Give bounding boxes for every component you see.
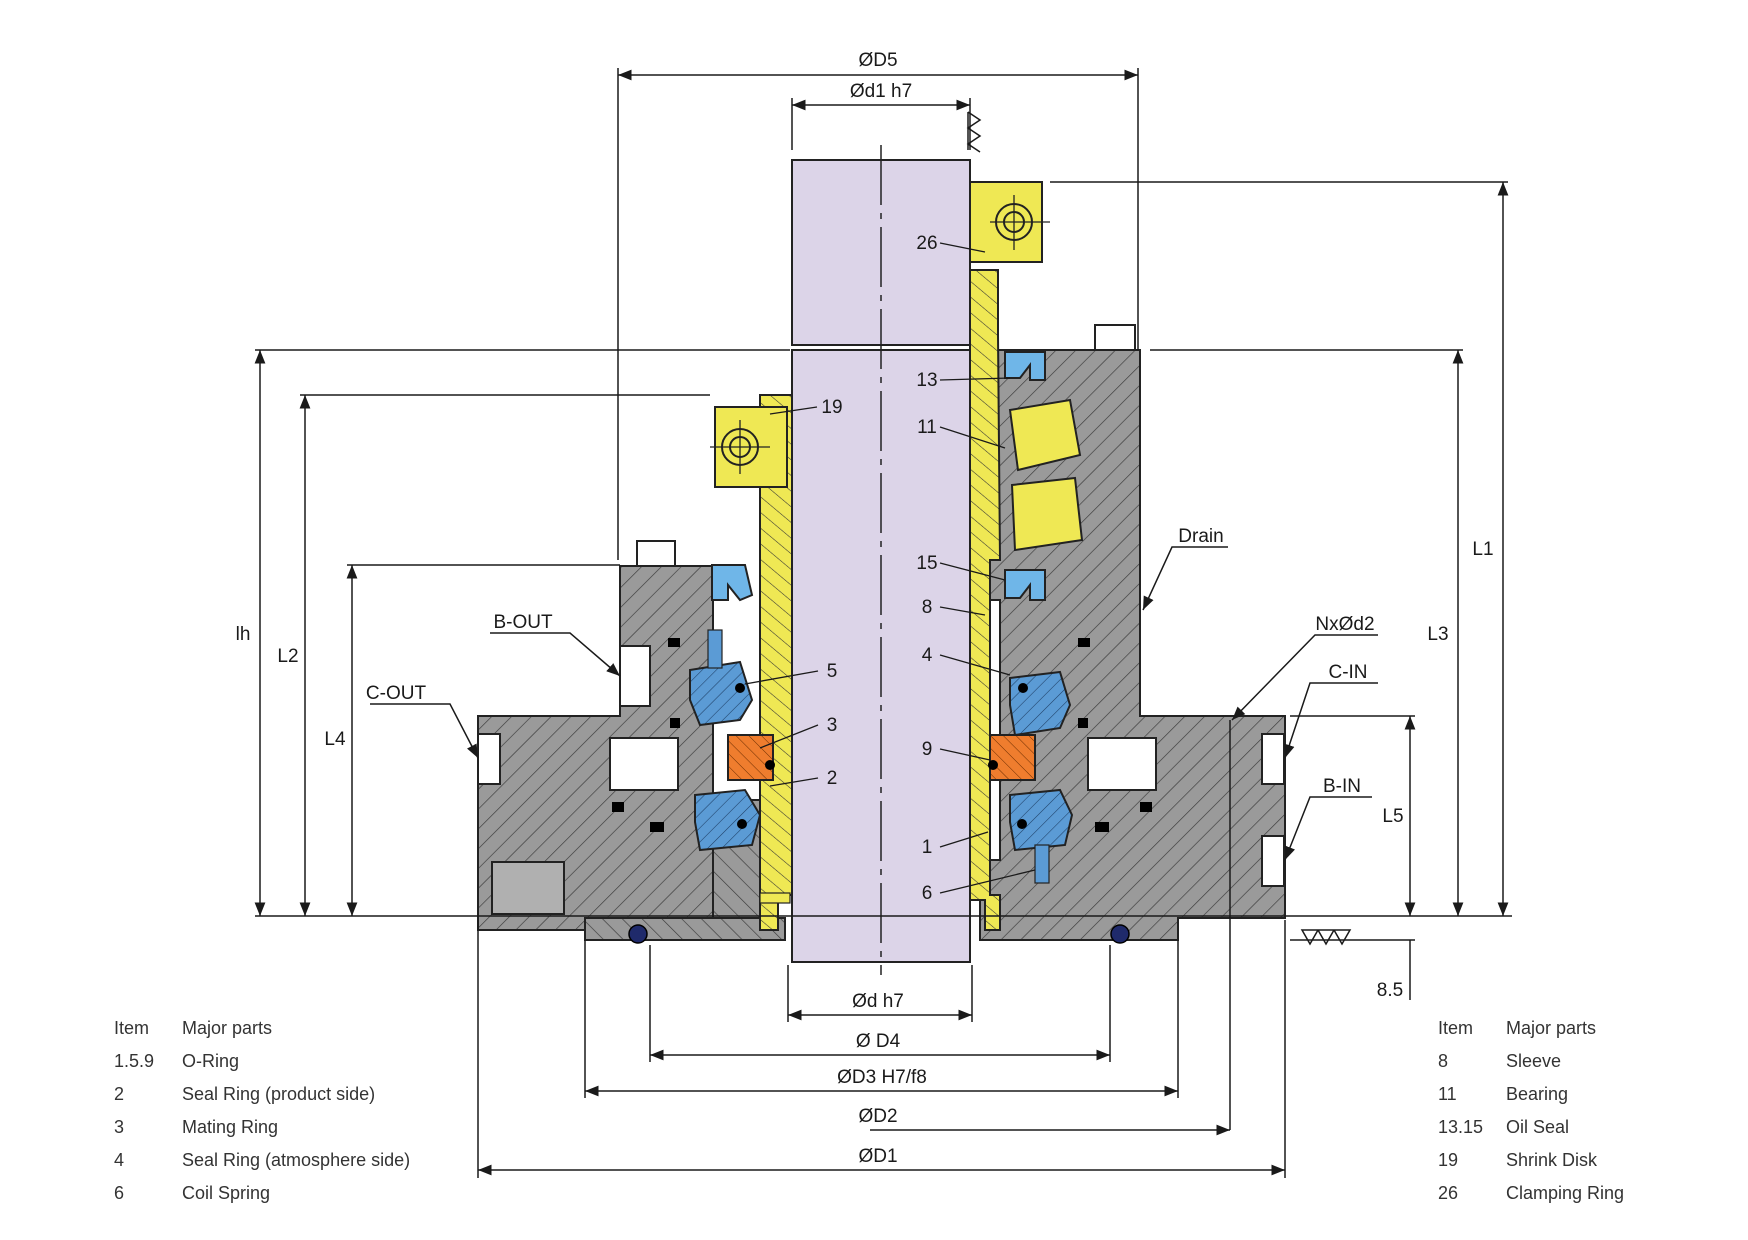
callout-leaders [744,242,1036,894]
sleeve [710,181,1084,931]
item-number: 6 [114,1183,125,1203]
seal-rings [689,629,1074,884]
callout-19: 19 [821,397,842,418]
callout-9: 9 [922,739,933,760]
part-name: Shrink Disk [1506,1150,1598,1170]
parts-row: 8 Sleeve [1438,1051,1624,1084]
port-b-out-label: B-OUT [493,612,553,633]
callout-6: 6 [922,883,933,904]
item-number: 26 [1438,1183,1459,1203]
part-name: Sleeve [1506,1051,1562,1071]
part-name: Seal Ring (product side) [182,1084,376,1104]
dim-D2-label: ØD2 [858,1106,897,1127]
part-name: Coil Spring [182,1183,271,1203]
parts-row: 3 Mating Ring [114,1117,410,1150]
oil-seals [711,351,1046,602]
item-number: 8 [1438,1051,1449,1071]
parts-row: 19 Shrink Disk [1438,1150,1624,1183]
callout-26: 26 [916,233,937,254]
port-drain-label: Drain [1178,526,1223,547]
port-leaders [370,546,1378,861]
item-number: 4 [114,1150,125,1170]
callout-3: 3 [827,715,838,736]
dim-L2-label: L2 [277,646,298,667]
dim-d1-label: Ød1 h7 [850,81,912,102]
shaft [791,145,971,975]
parts-header: Item Major parts [114,1018,410,1051]
part-name: Oil Seal [1506,1117,1570,1137]
parts-row: 11 Bearing [1438,1084,1624,1117]
item-column-header: Item [114,1018,150,1038]
dim-D5-label: ØD5 [858,50,897,71]
item-number: 11 [1438,1084,1457,1104]
dim-bolt-label: NxØd2 [1315,614,1374,635]
port-c-out-label: C-OUT [366,683,427,704]
parts-list-right: Item Major parts 8 Sleeve 11 Bearing 13.… [1438,1018,1624,1216]
dim-d-label: Ød h7 [852,991,904,1012]
dim-lh-label: lh [236,624,251,645]
item-callouts: 26 19 13 11 15 8 4 5 3 9 2 1 6 [821,233,937,904]
callout-11: 11 [917,417,937,438]
callout-15: 15 [916,553,937,574]
part-name: Seal Ring (atmosphere side) [182,1150,411,1170]
dim-L5-label: L5 [1382,806,1403,827]
dim-L4-label: L4 [324,729,346,750]
parts-row: 1.5.9 O-Ring [114,1051,410,1084]
part-name: Mating Ring [182,1117,279,1137]
callout-8: 8 [922,597,933,618]
dim-L1-label: L1 [1472,539,1493,560]
item-number: 19 [1438,1150,1459,1170]
parts-row: 26 Clamping Ring [1438,1183,1624,1216]
item-number: 13.15 [1438,1117,1484,1137]
port-c-in-label: C-IN [1328,662,1367,683]
parts-list-left: Item Major parts 1.5.9 O-Ring 2 Seal Rin… [114,1018,410,1216]
part-name: Clamping Ring [1506,1183,1625,1203]
dim-D1-label: ØD1 [858,1146,897,1167]
dimension-lines [254,68,1512,1178]
callout-4: 4 [922,645,933,666]
parts-header: Item Major parts [1438,1018,1624,1051]
dim-D4-label: Ø D4 [856,1031,901,1052]
port-labels: B-OUT C-OUT C-IN B-IN Drain [366,526,1368,797]
part-name: Bearing [1506,1084,1569,1104]
item-number: 2 [114,1084,125,1104]
callout-5: 5 [827,661,838,682]
dim-L3-label: L3 [1427,624,1448,645]
part-column-header: Major parts [182,1018,273,1038]
parts-row: 4 Seal Ring (atmosphere side) [114,1150,410,1183]
part-name: O-Ring [182,1051,240,1071]
part-column-header: Major parts [1506,1018,1597,1038]
callout-1: 1 [922,837,933,858]
parts-row: 13.15 Oil Seal [1438,1117,1624,1150]
callout-13: 13 [916,370,937,391]
item-number: 1.5.9 [114,1051,155,1071]
dim-D3-label: ØD3 H7/f8 [837,1067,927,1088]
dim-offset-label: 8.5 [1377,980,1403,1001]
item-column-header: Item [1438,1018,1474,1038]
port-b-in-label: B-IN [1323,776,1361,797]
parts-row: 2 Seal Ring (product side) [114,1084,410,1117]
item-number: 3 [114,1117,125,1137]
parts-row: 6 Coil Spring [114,1183,410,1216]
callout-2: 2 [827,768,838,789]
dimension-labels: ØD5 Ød1 h7 Ød h7 Ø D4 ØD3 H7/f8 ØD2 ØD1 … [236,50,1494,1167]
